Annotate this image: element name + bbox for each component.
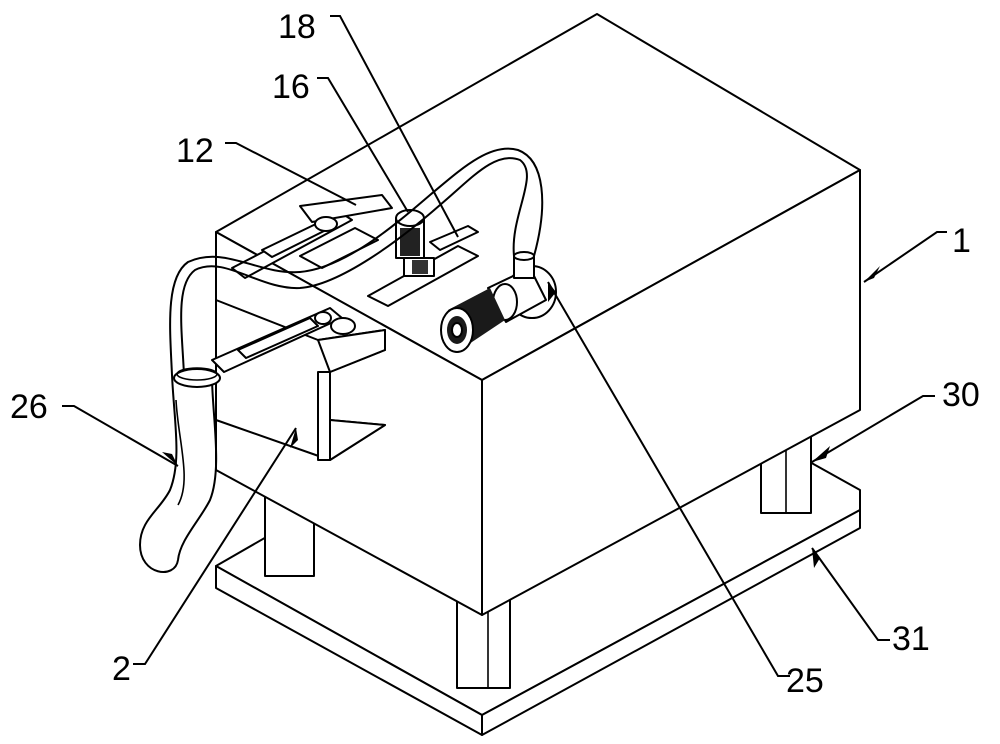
leader-31 bbox=[811, 547, 890, 641]
label-2: 2 bbox=[112, 650, 131, 688]
box-side-face bbox=[481, 169, 861, 616]
leader-2 bbox=[133, 427, 297, 665]
part-labels: 18 16 12 1 30 31 25 26 2 bbox=[10, 8, 980, 700]
hose-outline-lower bbox=[169, 147, 544, 376]
label-30: 30 bbox=[942, 376, 980, 414]
bracket-foot bbox=[329, 419, 386, 461]
label-1: 1 bbox=[952, 222, 971, 260]
base-plate-side bbox=[481, 509, 861, 736]
label-26: 26 bbox=[10, 388, 48, 426]
rail-lug-lower bbox=[330, 317, 356, 335]
label-31: 31 bbox=[892, 620, 930, 658]
pump-unit bbox=[440, 251, 557, 353]
label-12: 12 bbox=[176, 132, 214, 170]
motor-coil bbox=[400, 228, 420, 256]
hose-outline-upper bbox=[180, 157, 528, 376]
bracket-top bbox=[317, 329, 386, 373]
leader-1 bbox=[863, 231, 947, 283]
leader-25 bbox=[547, 281, 790, 677]
hose-hanging-end bbox=[139, 374, 218, 573]
label-18: 18 bbox=[278, 8, 316, 46]
leader-16 bbox=[317, 77, 409, 213]
leader-lines bbox=[62, 15, 947, 677]
leader-12 bbox=[225, 142, 357, 206]
leader-26 bbox=[62, 405, 179, 467]
support-legs bbox=[264, 424, 812, 689]
rail-lug-upper bbox=[314, 216, 338, 232]
rail-mount-plate bbox=[299, 194, 393, 223]
hose bbox=[139, 147, 544, 573]
rail-lower-inner bbox=[237, 317, 319, 359]
slot-plate-left bbox=[299, 227, 379, 269]
leader-18 bbox=[330, 15, 459, 238]
label-16: 16 bbox=[272, 68, 310, 106]
hose-clamp bbox=[173, 368, 221, 388]
label-25: 25 bbox=[786, 662, 824, 700]
leader-30 bbox=[811, 395, 935, 463]
